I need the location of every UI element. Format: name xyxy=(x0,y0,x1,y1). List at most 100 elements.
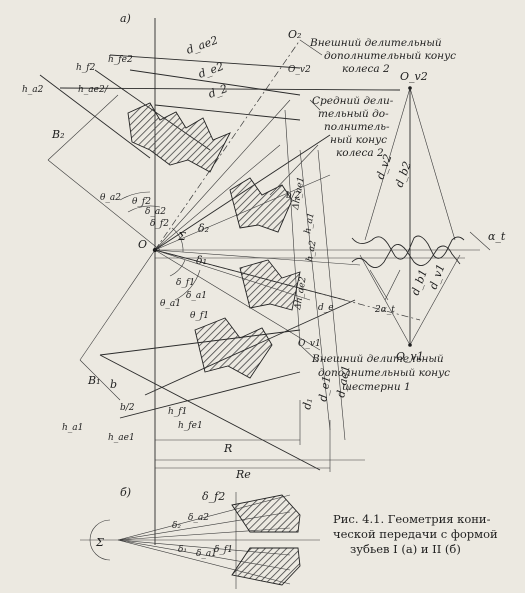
note-outer-cone-2: Внешний делительный дополнительный конус… xyxy=(309,37,459,75)
cone-line-2b xyxy=(154,144,281,251)
label-delta2: δ₂ xyxy=(198,222,209,235)
panel-a-labels: а) h_fe2 h_f2 h_a2 h_ae2/ d_ae2 d_e2 d_2… xyxy=(22,12,506,481)
angle-arc-theta-f2 xyxy=(127,205,161,213)
panel-a-geometry xyxy=(39,18,491,545)
label-delta-a2: δ_a2 xyxy=(145,207,166,217)
label-b-delta-f1: δ_f1 xyxy=(214,545,233,555)
root-cone-1 xyxy=(154,249,361,266)
b1-ext-line xyxy=(79,249,156,361)
label-hf2: h_f2 xyxy=(76,63,96,73)
note-mean-cone-2-line-5: колеса 2 xyxy=(336,147,384,159)
label-b-delta1: δ₁ xyxy=(178,545,187,555)
back-cone-1-lower xyxy=(99,354,321,471)
label-de2: d_e2 xyxy=(197,60,226,81)
label-delta-hae1: Δh_ae1 xyxy=(291,176,307,211)
label-db2: d_b2 xyxy=(393,160,414,189)
point-ov2 xyxy=(408,86,412,90)
dim-line-db xyxy=(284,109,301,346)
panel-b-label: б) xyxy=(120,486,131,499)
label-hfe1: h_fe1 xyxy=(178,421,203,431)
label-dae1: d_ae1 xyxy=(334,364,352,398)
label-delta1: δ₁ xyxy=(196,254,207,267)
label-ov2: O_v2 xyxy=(400,70,428,83)
outer-back-cone-1 xyxy=(99,329,301,356)
label-re: Re xyxy=(235,468,251,481)
angle-arc-theta-a2 xyxy=(119,191,151,201)
label-theta-a2: θ_a2 xyxy=(100,193,121,203)
note-outer-cone-2-line-3: колеса 2 xyxy=(342,63,390,75)
label-ov2-top: O_v2 xyxy=(288,65,311,75)
label-hf1: h_f1 xyxy=(168,407,187,417)
label-o2: O₂ xyxy=(288,28,301,41)
b1-dim-line xyxy=(79,359,121,401)
label-b1: B₁ xyxy=(87,374,101,387)
caption-line-2: ческой передачи с формой xyxy=(333,527,498,541)
equivalent-cone-line-right xyxy=(409,87,456,241)
label-b-delta-f2: δ_f2 xyxy=(202,490,225,503)
label-ov1: O_v1 xyxy=(396,350,424,363)
b2-dim-line xyxy=(47,94,119,161)
point-ov1 xyxy=(408,343,412,347)
panel-a-label: а) xyxy=(120,12,131,25)
note-mean-cone-2-line-3: полнитель- xyxy=(324,121,390,133)
label-dae2: d_ae2 xyxy=(185,33,220,56)
note-mean-cone-2-line-4: ный конус xyxy=(330,134,387,146)
label-hae1: h_ae1 xyxy=(108,433,135,443)
label-b: b xyxy=(110,378,117,391)
tip-cone-1 xyxy=(154,249,321,351)
diameter-line-de2 xyxy=(129,69,301,96)
b2-ext-line xyxy=(47,159,161,251)
tip-cone-2 xyxy=(154,99,291,251)
label-b2: B₂ xyxy=(51,128,65,141)
diameter-line-d2 xyxy=(154,104,301,121)
gear-1-tooth-section-inner xyxy=(239,259,301,311)
label-b-sigma: Σ xyxy=(95,536,104,549)
dim-line-d1 xyxy=(317,149,346,441)
label-d1: d₁ xyxy=(300,397,315,411)
note-outer-cone-2-line-1: Внешний делительный xyxy=(309,37,442,49)
label-hfe2: h_fe2 xyxy=(108,55,133,65)
note-mean-cone-2-line-1: Средний дели- xyxy=(312,95,394,107)
label-ha2-mid: h_a2 xyxy=(305,239,319,262)
pressure-angle-line-a xyxy=(369,269,389,301)
label-b-delta2: δ₂ xyxy=(172,521,181,531)
label-b-delta-a2: δ_a2 xyxy=(188,513,209,523)
gear-1-tooth-section-outer xyxy=(194,317,273,379)
b-half-top-line xyxy=(269,144,319,196)
angle-arc-delta-1 xyxy=(169,259,186,277)
note-outer-cone-1: Внешний делительный дополнительный конус… xyxy=(311,353,453,393)
label-o: O xyxy=(138,238,147,251)
label-de-mid: d_e xyxy=(318,303,334,313)
label-hae2-slash: h_ae2/ xyxy=(78,85,109,95)
angle-arc-delta-a1 xyxy=(174,269,201,301)
caption-line-3: зубьев I (а) и II (б) xyxy=(350,542,461,556)
leader-outer-cone-2 xyxy=(299,39,323,56)
gear-2-tooth-section-outer xyxy=(127,102,231,173)
label-theta-f2: θ_f2 xyxy=(132,197,151,207)
back-cone-1-mid xyxy=(144,299,356,396)
panel-a-notes: Внешний делительный дополнительный конус… xyxy=(309,37,459,393)
panel-b-labels: б) δ_f2 δ_a2 δ₂ δ₁ δ_a1 δ_f1 Σ xyxy=(95,486,233,559)
label-delta-f1: δ_f1 xyxy=(176,278,195,288)
note-outer-cone-1-line-2: дополнительный конус xyxy=(318,367,450,379)
label-delta-a1: δ_a1 xyxy=(186,291,207,301)
label-ha1-top: h_a1 xyxy=(303,212,317,235)
label-ha1: h_a1 xyxy=(62,423,83,433)
figure-caption: Рис. 4.1. Геометрия кони- ческой передач… xyxy=(333,512,501,556)
note-mean-cone-2: Средний дели- тельный до- полнитель- ный… xyxy=(312,95,397,159)
caption-line-1: Рис. 4.1. Геометрия кони- xyxy=(333,512,491,526)
apex-point-o xyxy=(152,247,158,253)
label-ov1-b: O_v1 xyxy=(298,339,321,349)
label-b-delta-a1: δ_a1 xyxy=(196,549,217,559)
outer-back-cone-2-top xyxy=(59,87,401,91)
label-delta-f2: δ_f2 xyxy=(150,219,169,229)
label-de1: d_e1 xyxy=(316,375,333,403)
label-db1: d_b1 xyxy=(409,268,430,297)
leader-mean-cone-2 xyxy=(309,99,321,111)
label-b-half-top: b/2 xyxy=(286,191,301,201)
note-outer-cone-1-line-1: Внешний делительный xyxy=(311,353,444,365)
gear-2-tooth-section-inner xyxy=(229,177,293,233)
alpha-t-line xyxy=(469,231,491,251)
